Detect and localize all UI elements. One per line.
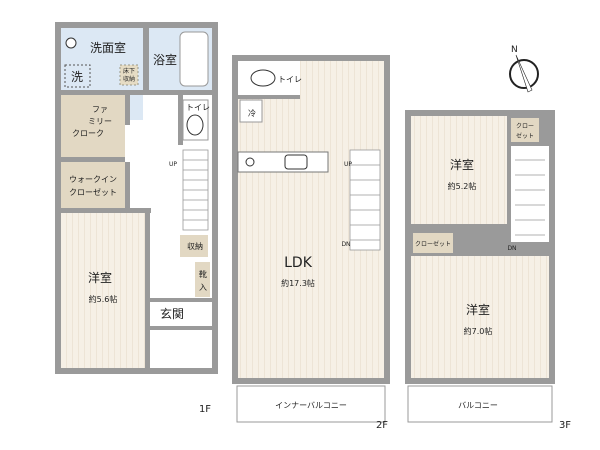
compass-north-label: N — [511, 45, 518, 55]
toilet-icon-2f — [250, 69, 276, 87]
washroom-label: 洗面室 — [90, 40, 126, 55]
family-closet — [61, 95, 125, 157]
underfloor-storage-label-2: 収納 — [123, 75, 135, 83]
ldk-label: LDK — [284, 255, 313, 271]
walk-in-closet-label: ウォークイン — [69, 175, 117, 184]
western-room-3f-2 — [411, 256, 549, 378]
toilet-label-2f: トイレ — [278, 75, 302, 84]
floor-2-label: 2F — [376, 420, 388, 431]
closet-3f — [413, 233, 453, 253]
walk-in-closet — [61, 162, 125, 208]
stairs-down-label-2f: DN — [341, 241, 350, 248]
shoe-storage — [195, 262, 210, 297]
stairs-up-label-2f: UP — [344, 161, 352, 168]
toilet-label-1f: トイレ — [186, 103, 210, 112]
bathtub-icon — [179, 31, 209, 87]
shoe-storage-label-2: 入 — [199, 283, 207, 292]
small-closet — [511, 118, 539, 142]
family-closet-label-2: ミリー — [88, 117, 112, 126]
floor-1: 洗面室 洗 床下 収納 浴室 ファ ミリー クローク ウォークイン クローゼット… — [55, 22, 218, 415]
western-room-3f-1-label: 洋室 — [450, 157, 474, 172]
floor-1-label: 1F — [199, 404, 211, 415]
western-room-3f-1-size: 約5.2帖 — [448, 181, 477, 191]
inner-balcony — [236, 385, 386, 423]
toilet-icon — [186, 114, 204, 136]
washer-label: 洗 — [71, 70, 83, 84]
small-closet-label-2: ゼット — [516, 132, 534, 140]
stairs-3f — [515, 159, 545, 236]
ldk-size: 約17.3帖 — [281, 278, 315, 288]
balcony-3f-label: バルコニー — [458, 401, 498, 410]
floor-2: トイレ 冷 UP DN LDK 約17.3帖 インナーバルコニー 2F — [232, 55, 390, 431]
kitchen-counter — [237, 151, 329, 173]
shoe-storage-label: 靴 — [199, 269, 207, 279]
stove-icon — [245, 157, 255, 167]
western-room-3f-1 — [411, 116, 507, 224]
western-room-3f-2-size: 約7.0帖 — [464, 326, 493, 336]
entrance-label: 玄関 — [160, 306, 184, 321]
western-room-size: 約5.6帖 — [89, 294, 118, 304]
bathroom-label: 浴室 — [153, 52, 177, 67]
family-closet-label-3: クローク — [72, 129, 104, 138]
western-room-3f-2-label: 洋室 — [466, 302, 490, 317]
underfloor-storage-label: 床下 — [123, 67, 135, 75]
small-closet-label: クロー — [516, 123, 534, 130]
floor-3: クロー ゼット DN 洋室 約5.2帖 クローゼット 洋室 約7.0帖 バルコニ… — [405, 110, 571, 431]
family-closet-label: ファ — [92, 105, 108, 114]
western-room-label: 洋室 — [88, 270, 112, 285]
storage-label: 収納 — [187, 241, 203, 251]
fridge-label: 冷 — [248, 108, 256, 118]
balcony-3f — [407, 385, 553, 423]
stairs-up-label-1f: UP — [169, 161, 177, 168]
washing-machine-drain-icon — [65, 37, 77, 49]
inner-balcony-label: インナーバルコニー — [275, 401, 347, 410]
walk-in-closet-label-2: クローゼット — [69, 187, 117, 197]
floor-3-label: 3F — [559, 420, 571, 431]
compass-icon: N — [509, 45, 539, 93]
stairs-1f — [182, 149, 209, 231]
storage-1f — [180, 235, 208, 257]
stairs-down-label-3f: DN — [507, 245, 516, 252]
western-room-1f — [61, 213, 145, 368]
sink-icon — [284, 154, 308, 170]
closet-3f-label: クローゼット — [415, 240, 451, 248]
stairs-2f — [349, 149, 381, 251]
